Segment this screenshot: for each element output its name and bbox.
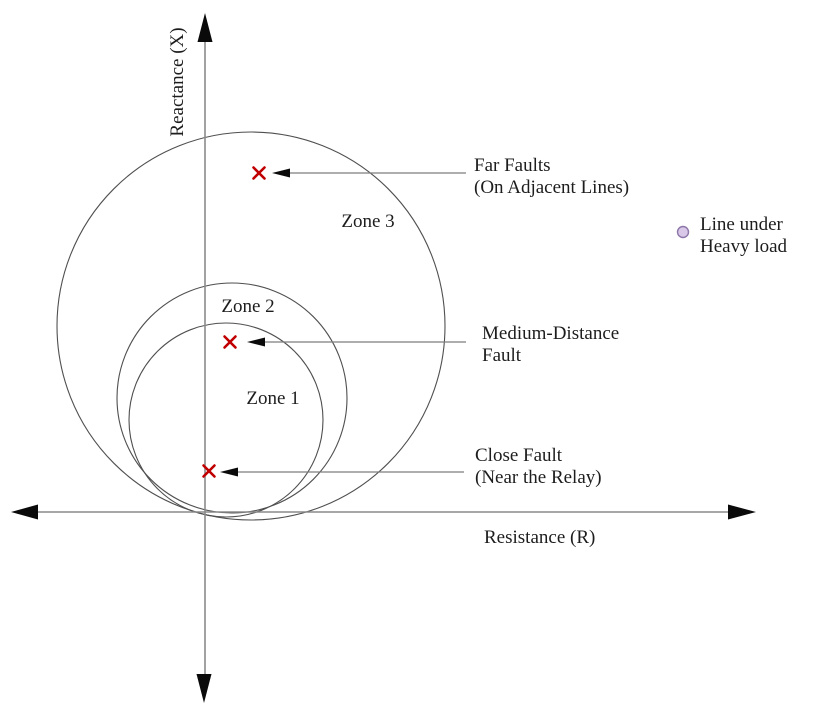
- close-fault-label-line1: Close Fault: [475, 445, 563, 466]
- y-axis-down-arrow-icon: [196, 674, 212, 703]
- zone3-label: Zone 3: [341, 211, 394, 232]
- heavy-load-label-line2: Heavy load: [700, 236, 788, 257]
- y-axis-label: Reactance (X): [167, 27, 188, 136]
- medium-fault-label-line2: Fault: [482, 345, 522, 366]
- medium-fault-arrow-head-icon: [247, 337, 265, 347]
- zone1-circle: [128, 322, 324, 518]
- pointer-arrows: [220, 168, 466, 477]
- heavy-load-legend: Line under Heavy load: [676, 214, 788, 257]
- zone1-label: Zone 1: [246, 388, 299, 409]
- fault-markers: [202, 166, 266, 478]
- heavy-load-label-line1: Line under: [700, 214, 784, 235]
- zone2-label: Zone 2: [221, 296, 274, 317]
- annotation-labels: Far Faults (On Adjacent Lines) Medium-Di…: [474, 155, 629, 488]
- far-fault-label-line2: (On Adjacent Lines): [474, 177, 629, 198]
- medium-fault-x-icon: [223, 335, 237, 349]
- axes: Reactance (X) Resistance (R): [11, 13, 756, 703]
- zone-circles: [56, 131, 446, 521]
- far-fault-label-line1: Far Faults: [474, 155, 551, 176]
- zone2-circle: [116, 282, 348, 514]
- medium-fault-label-line1: Medium-Distance: [482, 323, 619, 344]
- x-axis-right-arrow-icon: [728, 504, 756, 520]
- heavy-load-circle-icon: [676, 225, 690, 239]
- close-fault-label-line2: (Near the Relay): [475, 467, 602, 488]
- close-fault-arrow-head-icon: [220, 467, 238, 477]
- x-axis-label: Resistance (R): [484, 527, 595, 548]
- far-fault-x-icon: [252, 166, 266, 180]
- zone3-circle: [56, 131, 446, 521]
- x-axis-left-arrow-icon: [11, 504, 38, 520]
- far-fault-arrow-head-icon: [272, 168, 290, 178]
- y-axis-up-arrow-icon: [197, 13, 213, 42]
- close-fault-x-icon: [202, 464, 216, 478]
